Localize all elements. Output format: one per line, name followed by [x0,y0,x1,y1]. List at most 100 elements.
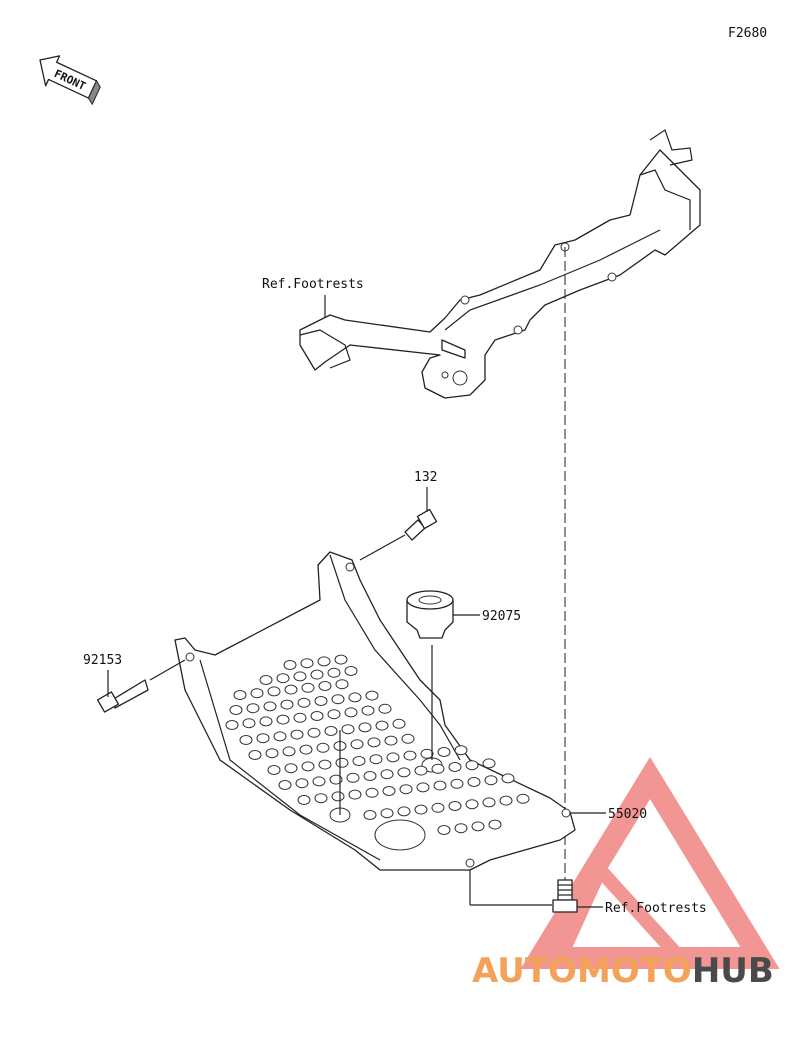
perforation-hole [331,694,345,705]
perforation-hole [380,808,394,819]
perforation-hole [239,735,253,745]
label-132: 132 [414,470,437,485]
perforation-hole [297,795,311,805]
perforation-hole [399,784,413,795]
perforation-hole [300,658,314,669]
perforation-hole [283,660,297,670]
perforation-hole [301,761,315,772]
perforation-hole [448,762,462,772]
perforation-hole [454,745,468,756]
perforation-hole [348,692,362,703]
perforation-hole [431,763,445,774]
label-ref-footrests-top: Ref.Footrests [262,277,364,292]
perforation-hole [273,731,287,742]
perforation-hole [265,748,279,759]
perforation-hole [276,673,290,684]
perforation-hole [386,752,400,763]
guide-132 [359,534,406,561]
perforation-hole [397,806,411,817]
perforation-hole [358,722,372,733]
perforation-hole [414,804,428,815]
perforation-hole [420,748,434,759]
perforation-hole [384,735,398,746]
perforation-hole [248,750,262,760]
perforation-hole [344,666,358,676]
perforation-hole [280,699,294,710]
perforation-hole [416,782,430,793]
perforation-hole [465,799,479,810]
perforation-hole [293,671,307,682]
perforation-hole [310,669,324,680]
perforation-hole [297,697,311,708]
perforation-hole [282,746,296,757]
perforation-hole [433,780,447,791]
perforation-hole [314,696,328,706]
perforation-hole [488,819,502,830]
watermark-auto: AUTO [472,951,577,991]
perforation-hole [414,765,428,776]
perforation-hole [367,737,381,748]
diagram-code: F2680 [728,26,767,41]
perforation-hole [263,701,277,712]
perforation-hole [233,690,247,700]
footrest-frame [299,129,701,399]
perforation-hole [484,775,498,786]
perforation-hole [324,726,338,736]
perforation-hole [295,778,309,789]
perforation-hole [318,759,332,770]
skid-plate-holes [225,654,530,835]
perforation-hole [363,771,377,781]
guide-92153 [149,659,186,681]
perforation-hole [365,690,379,701]
perforation-hole [314,793,328,804]
damper-92075 [406,590,454,639]
perforation-hole [301,682,315,693]
perforation-hole [348,789,362,800]
label-92075: 92075 [482,609,521,624]
perforation-hole [329,774,343,785]
perforation-hole [250,688,264,699]
perforation-hole [361,705,375,716]
watermark-logo [520,756,780,969]
perforation-hole [448,801,462,811]
perforation-hole [276,714,290,725]
perforation-hole [499,795,513,806]
perforation-hole [501,773,515,784]
bolt-bottom [552,879,578,913]
perforation-hole [431,802,445,813]
perforation-hole [284,763,298,774]
skid-plate [174,551,576,871]
front-arrow: FRONT [39,55,101,106]
perforation-hole [299,744,313,755]
perforation-hole [327,667,341,678]
watermark-text: AUTOMOTOHUB [472,951,774,991]
perforation-hole [293,712,307,723]
perforation-hole [344,707,358,718]
perforation-hole [335,679,349,690]
perforation-hole [310,711,324,721]
perforation-hole [259,675,273,685]
perforation-hole [450,778,464,789]
perforation-hole [317,656,331,667]
perforation-hole [278,780,292,790]
perforation-hole [397,767,411,778]
perforation-hole [229,705,243,715]
bolt-92153 [96,679,149,713]
perforation-hole [341,724,355,735]
perforation-hole [437,825,451,835]
perforation-hole [437,747,451,757]
perforation-hole [403,750,417,761]
perforation-hole [352,756,366,766]
perforation-hole [331,791,345,802]
perforation-hole [471,821,485,832]
perforation-hole [284,684,298,695]
perforation-hole [350,739,364,750]
label-ref-footrests-bottom: Ref.Footrests [605,901,707,916]
perforation-hole [467,777,481,787]
perforation-hole [267,765,281,775]
bolt-132 [404,508,438,541]
perforation-hole [375,720,389,731]
perforation-hole [259,716,273,727]
